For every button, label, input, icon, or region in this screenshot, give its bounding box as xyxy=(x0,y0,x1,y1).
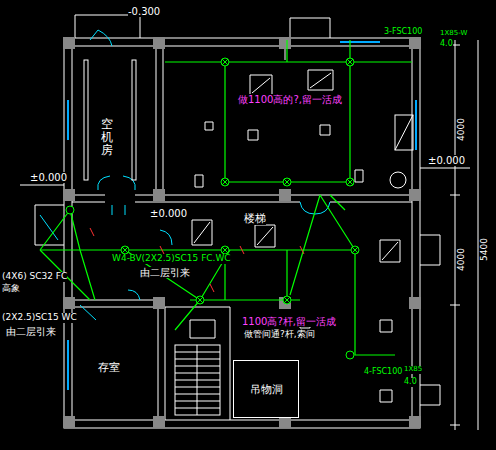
outlets xyxy=(190,70,400,402)
wire-marks xyxy=(90,228,304,292)
annotation: -0.300 xyxy=(128,6,160,17)
dimension: 5400 xyxy=(480,238,490,261)
dimension: 4000 xyxy=(457,118,467,141)
annotation: ±0.000 xyxy=(428,155,465,166)
room-label: 吊物洞 xyxy=(250,382,283,397)
wiring xyxy=(40,40,412,355)
annotation: 由二层引来 xyxy=(6,326,56,337)
walls xyxy=(20,15,478,430)
light-fixtures xyxy=(66,58,359,359)
annotation: W4-BV(2X2.5)SC15 FC.WC xyxy=(112,254,231,264)
annotation: 4.0 xyxy=(404,378,417,387)
annotation: ±0.000 xyxy=(150,208,187,219)
annotation: ±0.000 xyxy=(30,172,67,183)
shaft-box: 吊物洞 xyxy=(233,360,299,418)
annotation: 1100高?杆,留一活成 xyxy=(242,316,336,327)
annotation: 做1100高的?,留一活成 xyxy=(238,94,342,105)
stair xyxy=(175,345,220,415)
annotation: 做管间通?杆,索间 xyxy=(244,330,315,340)
annotation: 楼梯 xyxy=(244,213,266,225)
annotation: (2X2.5)SC15 WC xyxy=(2,313,77,323)
annotation: 存室 xyxy=(98,362,120,374)
annotation: (4X6) SC32 FC xyxy=(2,272,67,282)
annotation: 由二层引来 xyxy=(140,267,190,278)
equipment xyxy=(84,60,413,188)
annotation: 1X85 xyxy=(404,366,422,374)
room-label: 空机房 xyxy=(101,118,113,158)
dimension: 4000 xyxy=(457,248,467,271)
annotation: 3-FSC100 xyxy=(384,28,422,37)
annotation: 1X85-W xyxy=(440,30,467,38)
annotation: 4-FSC100 xyxy=(364,368,402,377)
windows xyxy=(68,42,416,390)
columns xyxy=(63,37,421,428)
annotation: 高象 xyxy=(2,284,20,294)
annotation: 4.0 xyxy=(440,40,453,49)
